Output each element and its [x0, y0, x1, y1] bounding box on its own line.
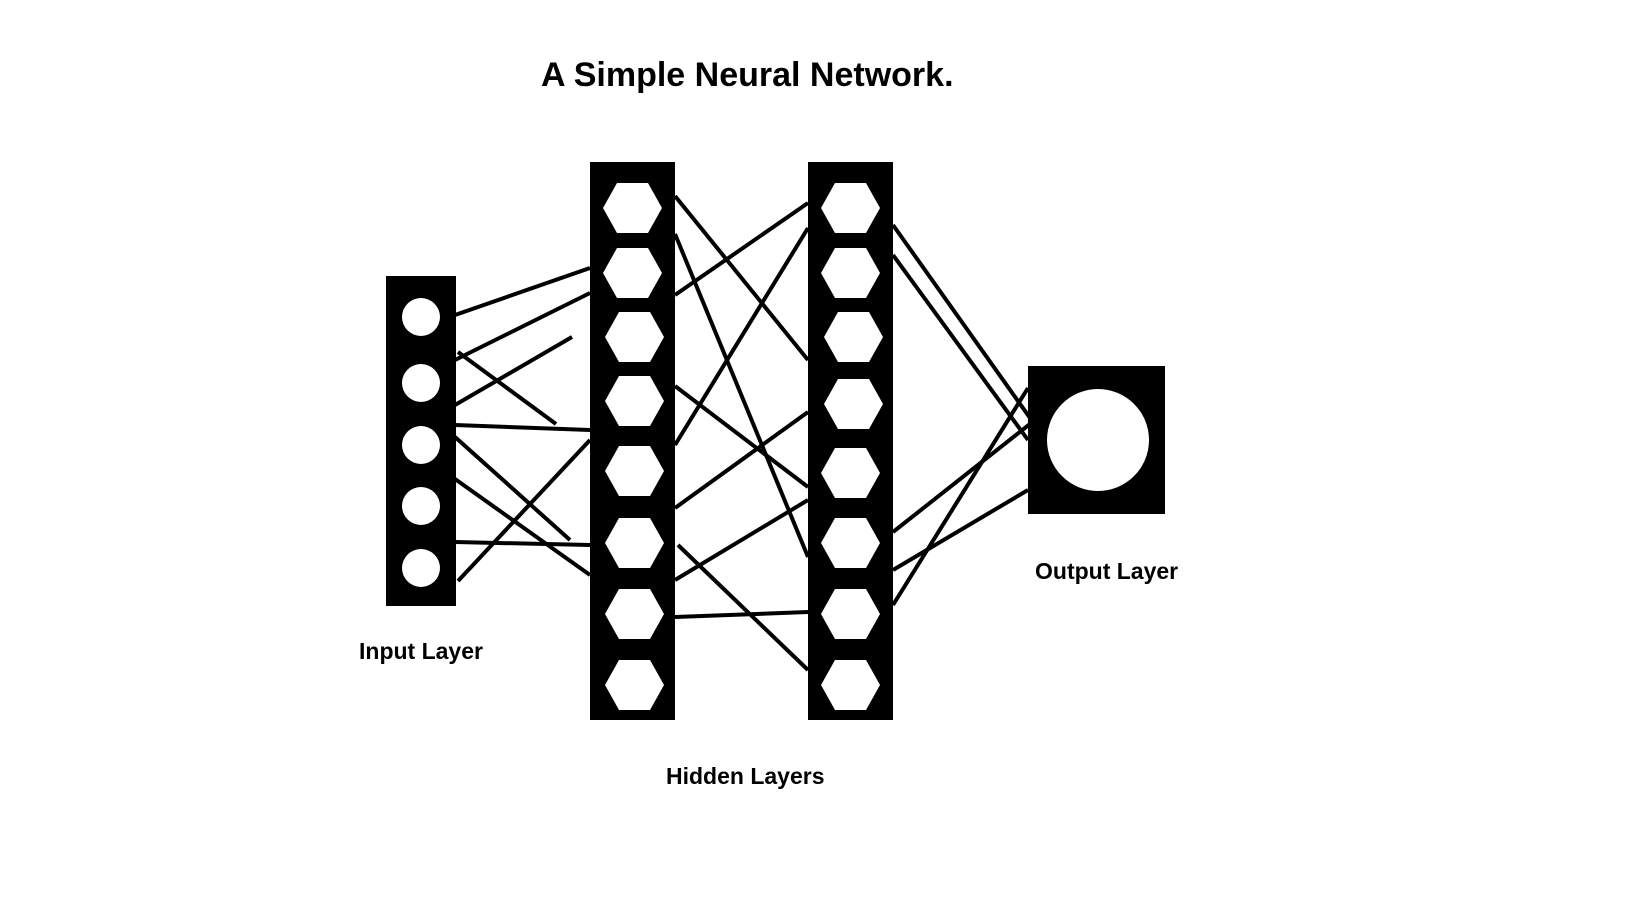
- output-node: [1047, 389, 1149, 491]
- connection-line: [891, 253, 1030, 442]
- hidden-layer-2: [808, 162, 893, 720]
- connection-line: [676, 543, 810, 672]
- connection-line: [673, 226, 810, 447]
- connection-line: [673, 201, 810, 297]
- hidden-node: [824, 379, 883, 429]
- hidden-node: [605, 312, 664, 362]
- hidden-node: [821, 660, 880, 710]
- hidden-node: [821, 248, 880, 298]
- output-layer-label: Output Layer: [1035, 558, 1179, 584]
- connection-line: [674, 610, 809, 619]
- input-node: [402, 549, 440, 587]
- input-node: [402, 298, 440, 336]
- connection-line: [673, 410, 810, 510]
- hidden-node: [605, 518, 664, 568]
- output-layer: [1028, 366, 1165, 514]
- hidden-layer-1: [590, 162, 675, 720]
- hidden-node: [821, 518, 880, 568]
- hidden-node: [605, 446, 664, 496]
- connection-line: [453, 477, 592, 577]
- input-node: [402, 364, 440, 402]
- connections: [453, 194, 1037, 672]
- connection-line: [453, 435, 572, 542]
- connection-line: [456, 438, 592, 583]
- hidden-node: [821, 183, 880, 233]
- connection-line: [454, 266, 591, 317]
- connection-line: [891, 488, 1030, 572]
- hidden-node: [605, 589, 664, 639]
- connection-line: [673, 498, 810, 582]
- hidden-node: [603, 248, 662, 298]
- hidden-node: [605, 660, 664, 710]
- connection-line: [454, 423, 591, 432]
- connection-line: [891, 223, 1037, 427]
- connection-line: [453, 335, 574, 407]
- input-layer-label: Input Layer: [359, 638, 483, 664]
- hidden-node: [824, 312, 883, 362]
- hidden-node: [603, 183, 662, 233]
- input-node: [402, 487, 440, 525]
- connection-line: [454, 291, 591, 362]
- input-node: [402, 426, 440, 464]
- hidden-layers-label: Hidden Layers: [666, 763, 825, 789]
- hidden-node: [605, 376, 664, 426]
- connection-line: [456, 350, 558, 426]
- connection-line: [673, 194, 810, 362]
- connection-line: [891, 418, 1037, 534]
- connection-line: [891, 386, 1030, 607]
- connection-line: [673, 233, 810, 558]
- connection-line: [673, 384, 810, 489]
- hidden-node: [821, 448, 880, 498]
- diagram-title: A Simple Neural Network.: [541, 56, 954, 94]
- hidden-node: [821, 589, 880, 639]
- connection-line: [454, 540, 591, 547]
- input-layer: [386, 276, 456, 606]
